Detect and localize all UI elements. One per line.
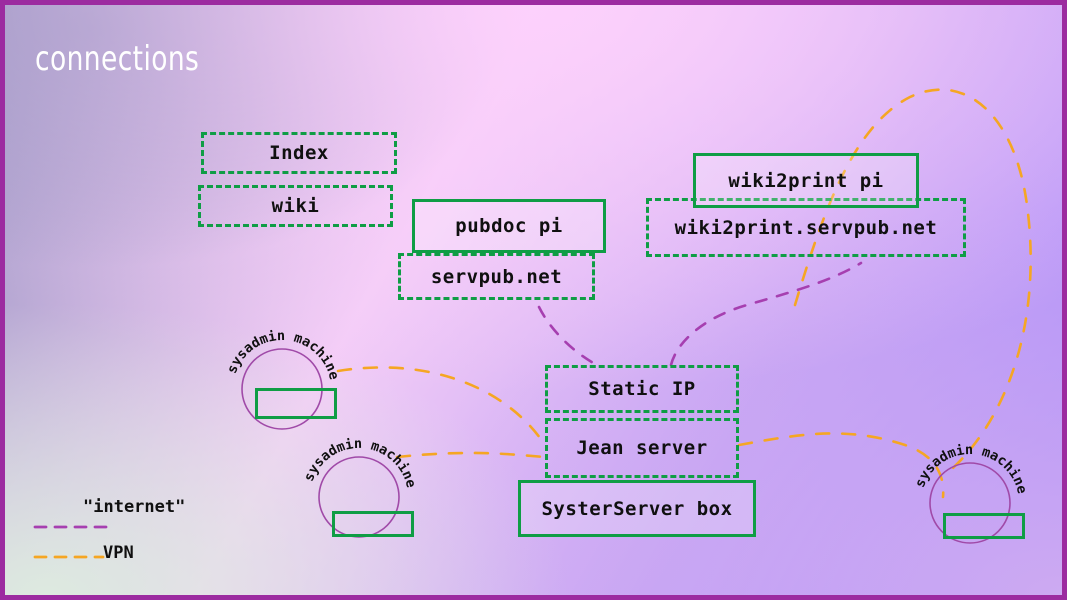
sysadmin-label: sysadmin machine — [912, 442, 1030, 495]
legend-internet-label: "internet" — [83, 497, 186, 517]
node-wiki[interactable]: wiki — [198, 185, 393, 227]
node-jean-server[interactable]: Jean server — [545, 418, 739, 478]
sysadmin-box[interactable] — [332, 511, 414, 537]
vpn-path — [737, 432, 945, 499]
page-title: connections — [35, 39, 200, 79]
node-label: Jean server — [576, 437, 708, 459]
legend-vpn-label: VPN — [103, 543, 134, 563]
node-label: wiki — [271, 195, 320, 217]
node-label: wiki2print.servpub.net — [674, 216, 938, 239]
internet-path — [669, 261, 863, 367]
sysadmin-label: sysadmin machine — [301, 436, 419, 489]
node-wiki2print-pi[interactable]: wiki2print pi — [693, 153, 919, 208]
node-index[interactable]: Index — [201, 132, 397, 174]
node-servpub-net[interactable]: servpub.net — [398, 253, 595, 300]
node-label: wiki2print pi — [728, 169, 884, 192]
node-label: servpub.net — [430, 265, 563, 288]
node-label: Static IP — [588, 378, 696, 400]
internet-path — [537, 305, 603, 369]
node-label: Index — [269, 142, 329, 164]
sysadmin-box[interactable] — [255, 388, 337, 419]
node-static-ip[interactable]: Static IP — [545, 365, 739, 413]
legend-sample-lines — [33, 525, 115, 559]
vpn-path — [395, 451, 547, 459]
node-pubdoc-pi[interactable]: pubdoc pi — [412, 199, 606, 253]
node-systerserver[interactable]: SysterServer box — [518, 480, 756, 537]
node-label: SysterServer box — [541, 497, 733, 520]
vpn-path — [336, 366, 547, 447]
sysadmin-box[interactable] — [943, 513, 1025, 539]
node-label: pubdoc pi — [455, 215, 563, 237]
sysadmin-label: sysadmin machine — [224, 328, 342, 381]
vpn-path — [793, 88, 1032, 477]
